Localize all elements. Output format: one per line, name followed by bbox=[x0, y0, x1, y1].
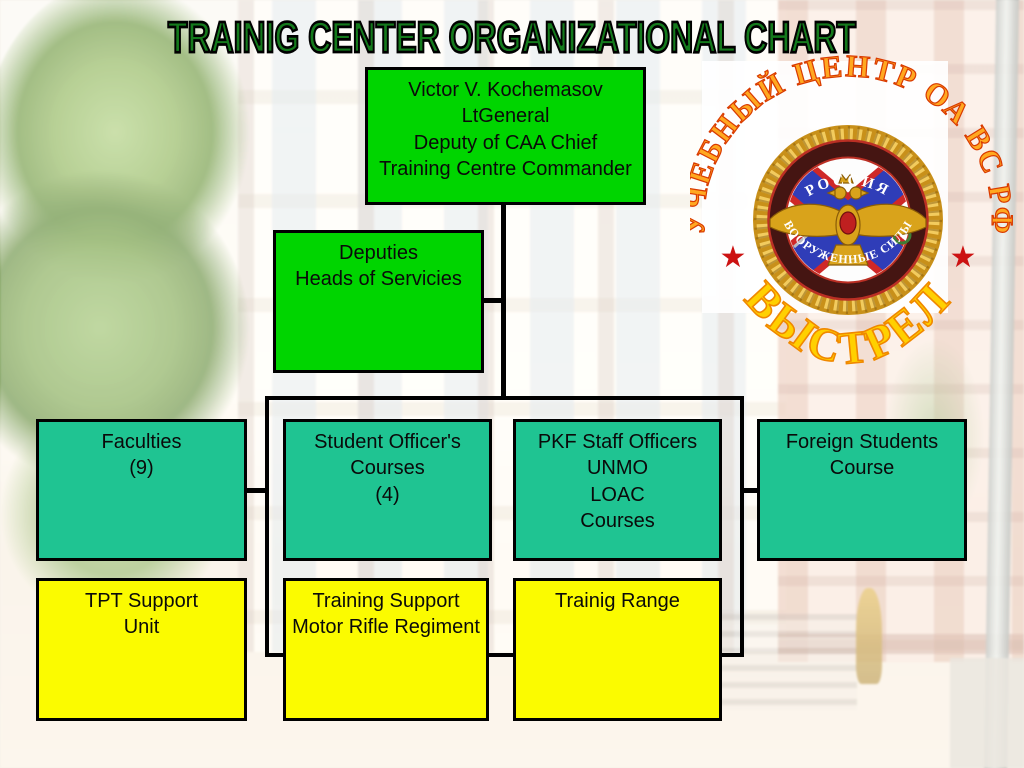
commander-box: Victor V. Kochemasov LtGeneral Deputy of… bbox=[365, 67, 646, 205]
box-text-line: Trainig Range bbox=[555, 590, 680, 612]
box-text-line: Foreign Students bbox=[785, 431, 939, 453]
double-headed-eagle-icon bbox=[769, 173, 927, 266]
training-support-regiment-box: Training Support Motor Rifle Regiment bbox=[283, 578, 489, 721]
connector-commander-down bbox=[501, 204, 506, 400]
box-text-line: LtGeneral bbox=[461, 105, 550, 128]
box-text-line: Courses bbox=[350, 457, 425, 480]
connector-right-stub bbox=[740, 488, 758, 493]
box-text-line: Deputy of CAA Chief bbox=[413, 131, 598, 154]
box-text-line: (9) bbox=[129, 457, 154, 480]
page-title: TRAINIG CENTER ORGANIZATIONAL CHART bbox=[92, 13, 931, 64]
vystrel-training-center-emblem: РОССИЯ ВООРУЖЕННЫЕ СИЛЫ УЧЕБНЫЙ ЦЕНТР ОА… bbox=[690, 53, 1019, 375]
foreign-students-course-box: Foreign Students Course bbox=[757, 419, 967, 561]
box-text-line: Motor Rifle Regiment bbox=[292, 616, 480, 639]
student-officers-courses-box: Student Officer's Courses (4) bbox=[283, 419, 492, 561]
box-text-line: TPT Support bbox=[84, 590, 199, 612]
box-text-line: Heads of Servicies bbox=[295, 268, 462, 291]
box-text-line: UNMO bbox=[586, 457, 649, 480]
box-text-line: Courses bbox=[580, 510, 655, 533]
box-text-line: (4) bbox=[375, 483, 400, 506]
box-text-line: Unit bbox=[123, 616, 160, 639]
box-text-line: LOAC bbox=[590, 483, 645, 506]
box-text-line: PKF Staff Officers bbox=[537, 431, 698, 453]
trainig-range-box: Trainig Range bbox=[513, 578, 722, 721]
pkf-staff-officers-box: PKF Staff Officers UNMO LOAC Courses bbox=[513, 419, 722, 561]
red-star-icon: ★ bbox=[950, 241, 977, 274]
connector-deputies-stub bbox=[482, 298, 502, 303]
red-star-icon: ★ bbox=[720, 241, 747, 274]
faculties-box: Faculties (9) bbox=[36, 419, 247, 561]
deputies-box: Deputies Heads of Servicies bbox=[273, 230, 484, 373]
page-title-text: TRAINIG CENTER ORGANIZATIONAL CHART bbox=[167, 13, 857, 64]
box-text-line: Student Officer's bbox=[314, 431, 461, 453]
tpt-support-unit-box: TPT Support Unit bbox=[36, 578, 247, 721]
box-text-line: Deputies bbox=[339, 242, 418, 264]
box-text-line: Victor V. Kochemasov bbox=[408, 79, 603, 101]
connector-left-stub bbox=[246, 488, 266, 493]
box-text-line: Course bbox=[829, 457, 895, 480]
connector-bracket bbox=[265, 396, 744, 657]
box-text-line: Training Centre Commander bbox=[379, 158, 632, 181]
box-text-line: Faculties bbox=[101, 431, 182, 453]
laurel-wreath-icon bbox=[753, 125, 943, 315]
box-text-line: Training Support bbox=[312, 590, 460, 612]
